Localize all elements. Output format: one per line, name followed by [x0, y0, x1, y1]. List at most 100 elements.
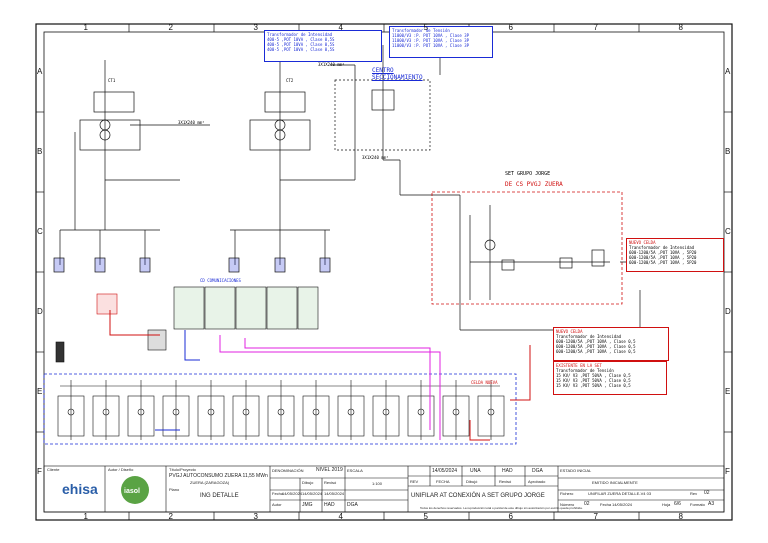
- set-title: SET GRUPO JORGE: [505, 171, 551, 177]
- box1-title: NUEVO CELDA: [629, 240, 656, 245]
- client-label: Cliente: [47, 467, 60, 472]
- cell-row: [57, 380, 505, 440]
- cell-breaker: [487, 408, 495, 416]
- dibujo-label: Dibujo: [302, 480, 314, 485]
- disclaimer: Todos los derechos reservados. La reprod…: [420, 506, 583, 510]
- cell-breaker: [347, 408, 355, 416]
- rev-header-dibujo: Dibujó: [466, 479, 478, 484]
- col-label-bottom: 8: [678, 512, 683, 521]
- cell-breaker: [172, 408, 180, 416]
- cable1-label: 3X1X240 mm²: [178, 120, 205, 125]
- ct-box-line: 400-5 ,POT 10VA , Clase 0,5S: [267, 42, 335, 47]
- ct1-group: [53, 60, 210, 273]
- fichero-label: Fichero: [560, 491, 574, 496]
- date-3: 14/05/2024: [324, 491, 345, 496]
- cell-breaker: [417, 408, 425, 416]
- control-wiring: [109, 310, 531, 441]
- ct-box-line: 400-5 ,POT 10VA , Clase 0,5S: [267, 37, 335, 42]
- initials-2: HAD: [324, 502, 335, 508]
- cd-region: [43, 373, 517, 445]
- row-label-autor: Autor: [272, 502, 282, 507]
- vt-box-title: Transformador de Tensión: [392, 28, 450, 33]
- fecha-value: 14/05/2024: [612, 502, 633, 507]
- row-label-fecha: Fecha: [272, 491, 284, 496]
- existing-vt-box: EXISTENTE EN LA SET Transformador de Ten…: [553, 361, 667, 395]
- rev-value: 02: [704, 490, 710, 496]
- col-label-bottom: 2: [168, 512, 173, 521]
- cell-breaker: [242, 408, 250, 416]
- box1-line: 600-1200/5A ,POT 10VA , 5P20: [629, 255, 697, 260]
- col-label-bottom: 6: [508, 512, 513, 521]
- plano-name: ING DETALLE: [200, 493, 239, 499]
- col-label-bottom: 4: [338, 512, 343, 521]
- cabinets: [55, 286, 319, 363]
- current-transformer-box: Transformador de Intensidad 400-5 ,POT 1…: [264, 30, 382, 62]
- cd-label: CD COMUNICACIONES: [200, 278, 241, 283]
- cable2-label: 3X1X240 mm²: [318, 62, 345, 67]
- col-label-bottom: 5: [423, 512, 428, 521]
- escala-value: 1:100: [372, 481, 383, 486]
- centro-seccionamiento: [334, 45, 461, 330]
- iasol-logo-icon: [121, 476, 149, 504]
- box3-sub: Transformador de Tensión: [556, 368, 614, 373]
- ct-box-line: 400-5 ,POT 10VA , Clase 0,5S: [267, 47, 335, 52]
- rev-header-aprobado: Aprobado: [528, 479, 546, 484]
- col-label-bottom: 1: [83, 512, 88, 521]
- col-label-top: 3: [253, 23, 258, 32]
- col-label-top: 4: [338, 23, 343, 32]
- centro-label: CENTRO SECCIONAMIENTO: [372, 67, 423, 81]
- row-label-right: A: [725, 67, 731, 76]
- row-label-left: F: [37, 467, 42, 476]
- date-2: 14/05/2024: [302, 491, 323, 496]
- fecha-label: Fecha: [600, 502, 612, 507]
- box3-title: EXISTENTE EN LA SET: [556, 363, 602, 368]
- nueva-celda-label: CELDA NUEVA: [471, 380, 498, 385]
- row-label-right: B: [725, 147, 731, 156]
- rev-date: 14/05/2024: [432, 468, 458, 474]
- plano-label: Plano: [169, 487, 180, 492]
- cell-breaker: [137, 408, 145, 416]
- date-1: 14/05/2024: [282, 491, 303, 496]
- main-title: UNIFILAR AT CONEXIÓN A SET GRUPO JORGE: [411, 493, 545, 499]
- box2-line: 600-1200/5A ,POT 10VA , Clase 0,5: [556, 349, 636, 354]
- cable3-label: 3X1X240 mm²: [362, 155, 389, 160]
- estado-label: ESTADO INICIAL: [560, 468, 592, 473]
- numero-label: Número: [560, 502, 575, 507]
- row-label-right: C: [725, 227, 731, 236]
- rev-header-rev: REV: [410, 479, 419, 484]
- title-block-grid: [43, 465, 725, 513]
- rev-name-2: HAD: [502, 468, 513, 474]
- box2-line: 600-1200/5A ,POT 10VA , Clase 0,5: [556, 339, 636, 344]
- ct2-group: [228, 60, 356, 273]
- row-label-left: C: [37, 227, 43, 236]
- cell-breaker: [207, 408, 215, 416]
- cell-breaker: [102, 408, 110, 416]
- initials-1: JMG: [302, 502, 313, 508]
- row-label-left: A: [37, 67, 43, 76]
- cell-breaker: [277, 408, 285, 416]
- new-ct-box-5p20: NUEVO CELDA Transformador de Intensidad …: [626, 238, 724, 272]
- row-label-right: D: [725, 307, 731, 316]
- hoja-value: 6/6: [674, 501, 681, 507]
- vt-box-line: 11000/V3 :P. POT 10VA , Clase 3P: [392, 33, 470, 38]
- ct2-label: CT2: [286, 78, 294, 83]
- col-label-top: 8: [678, 23, 683, 32]
- author-label: Autor / Diseño: [108, 467, 134, 472]
- formato-value: A3: [708, 501, 715, 507]
- row-label-left: D: [37, 307, 43, 316]
- ehisa-logo: ehisa: [62, 481, 98, 497]
- new-ct-box-class: NUEVO CELDA Transformador de Intensidad …: [553, 327, 669, 361]
- fichero-value: UNIFILAR ZUERA DETALLE-V4 03: [588, 491, 652, 496]
- box1-line: 600-1200/5A ,POT 10VA , 5P20: [629, 260, 697, 265]
- row-label-right: E: [725, 387, 731, 396]
- ct-box-title: Transformador de Intensidad: [267, 32, 333, 37]
- cell-breaker: [452, 408, 460, 416]
- project-name: PVGJ AUTOCONSUMO ZUERA 11,55 MWn: [169, 473, 268, 479]
- project-location: ZUERA (ZARAGOZA): [190, 480, 230, 485]
- box1-line: 600-1200/5A ,POT 10VA , 5P20: [629, 250, 697, 255]
- ct1-label: CT1: [108, 78, 116, 83]
- cell-breaker: [312, 408, 320, 416]
- rev-label: Rev: [690, 491, 698, 496]
- numero-value: 02: [584, 501, 590, 507]
- rev-header-fecha: FECHA: [436, 479, 450, 484]
